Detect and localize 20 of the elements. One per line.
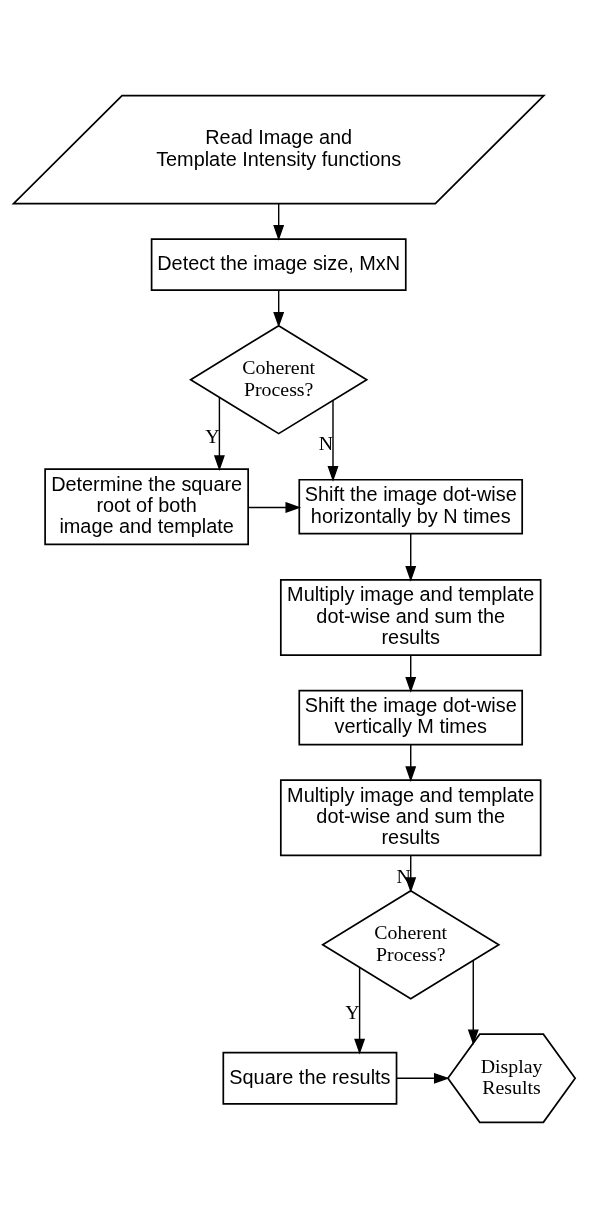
node-box: Multiply image and template dot-wise and sum the results bbox=[279, 778, 542, 856]
node-box: Determine the square root of both image and template bbox=[44, 467, 249, 545]
node-box: Multiply image and template dot-wise and sum the results bbox=[279, 578, 542, 656]
arrow bbox=[213, 396, 225, 471]
arrow bbox=[467, 959, 479, 1045]
arrow bbox=[327, 399, 339, 482]
node-box: Shift the image dot-wise horizontally by N times bbox=[298, 478, 524, 535]
node-box: Square the results bbox=[222, 1051, 398, 1105]
node-box: Shift the image dot-wise vertically M times bbox=[298, 689, 524, 745]
arrow bbox=[405, 743, 417, 782]
node-box: Detect the image size, MxN bbox=[150, 237, 407, 291]
arrow bbox=[247, 501, 302, 513]
node-diamond: Coherent Process? bbox=[321, 889, 501, 1000]
arrow bbox=[395, 1072, 450, 1084]
arrow bbox=[405, 532, 417, 582]
arrow bbox=[273, 289, 285, 328]
arrow bbox=[405, 654, 417, 693]
arrow bbox=[273, 202, 285, 241]
edge-label: Y bbox=[345, 1000, 360, 1023]
arrow bbox=[354, 966, 366, 1054]
